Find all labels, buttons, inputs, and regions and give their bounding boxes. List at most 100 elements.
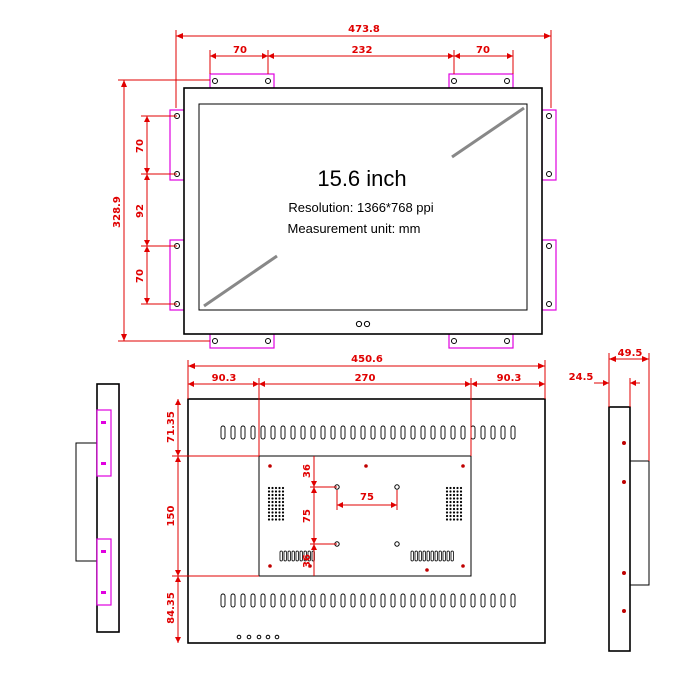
grille-dot [267, 504, 271, 507]
vent-slot [270, 425, 276, 440]
bracket-bottom-left [209, 333, 275, 349]
grille-dot [445, 514, 449, 518]
vent-slot [250, 593, 256, 608]
side-slot [101, 421, 106, 424]
vent-slot [420, 425, 426, 440]
screw-dot [364, 464, 368, 468]
grille-dot [449, 493, 452, 497]
control-button [256, 634, 262, 640]
bracket-top-right [448, 73, 514, 89]
vent-slot [430, 425, 436, 440]
speaker-grille-right [445, 486, 463, 521]
vent-slot [500, 593, 506, 608]
grille-dot [271, 490, 274, 493]
vent-slot-small [430, 550, 434, 562]
grille-dot [459, 500, 463, 504]
control-button [236, 634, 242, 640]
grille-dot [449, 500, 452, 504]
vent-slot [310, 425, 316, 440]
dimension-back-holes: 90.3 270 90.3 [188, 373, 545, 456]
vent-row-top [220, 425, 516, 440]
vent-slot [360, 425, 366, 440]
grille-dot [274, 518, 278, 521]
vent-slots-right [410, 550, 454, 562]
grille-dot [278, 504, 281, 507]
vent-slot [280, 425, 286, 440]
grille-dot [449, 497, 452, 500]
vent-slot-small [410, 550, 414, 562]
grille-dot [459, 514, 463, 518]
vent-slot [490, 425, 496, 440]
grille-dot [459, 497, 463, 500]
vesa-hole [394, 541, 400, 547]
vent-slot [330, 593, 336, 608]
grille-dot [281, 490, 285, 493]
dim-label: 328.9 [112, 196, 123, 228]
power-led [355, 320, 363, 328]
vent-slot-small [307, 550, 311, 562]
grille-dot [445, 486, 449, 490]
dim-label: 270 [355, 373, 376, 384]
grille-dot [445, 507, 449, 511]
vent-slot [370, 425, 376, 440]
vent-slot [390, 593, 396, 608]
back-panel [187, 398, 546, 644]
dim-label: 70 [476, 45, 490, 56]
vent-slot [380, 425, 386, 440]
grille-dot [449, 511, 452, 514]
vent-slot [320, 593, 326, 608]
grille-dot [271, 500, 274, 504]
dim-label: 49.5 [618, 348, 643, 359]
vent-slot-small [422, 550, 426, 562]
grille-dot [267, 493, 271, 497]
bracket-bottom-right [448, 333, 514, 349]
vent-slot-small [414, 550, 418, 562]
grille-dot [456, 493, 459, 497]
grille-dot [267, 507, 271, 511]
vent-slot [360, 593, 366, 608]
side-slot [101, 550, 106, 553]
vent-slot [270, 593, 276, 608]
side-bracket [96, 538, 112, 606]
vent-slot-small [303, 550, 307, 562]
screw-dot [425, 568, 429, 572]
grille-dot [267, 497, 271, 500]
vent-slots-left [279, 550, 315, 562]
grille-dot [452, 486, 456, 490]
vent-slot [370, 593, 376, 608]
speaker-grille-left [267, 486, 285, 521]
vent-slot-small [418, 550, 422, 562]
unit-text: Measurement unit: mm [288, 221, 421, 236]
vent-slot-small [446, 550, 450, 562]
grille-dot [445, 518, 449, 521]
grille-dot [274, 493, 278, 497]
resolution-text: Resolution: 1366*768 ppi [288, 200, 433, 215]
control-button [246, 634, 252, 640]
grille-dot [452, 497, 456, 500]
screw-dot [622, 571, 626, 575]
grille-dot [278, 497, 281, 500]
vent-slot [380, 593, 386, 608]
grille-dot [271, 507, 274, 511]
vent-slot [400, 593, 406, 608]
vent-slot [480, 593, 486, 608]
grille-dot [459, 486, 463, 490]
vent-slot [300, 593, 306, 608]
grille-dot [281, 514, 285, 518]
grille-dot [271, 518, 274, 521]
vent-slot-small [291, 550, 295, 562]
grille-dot [281, 511, 285, 514]
grille-dot [281, 518, 285, 521]
dim-label: 70 [233, 45, 247, 56]
side-back-cover-right [629, 460, 650, 586]
grille-dot [274, 497, 278, 500]
grille-dot [281, 493, 285, 497]
grille-dot [456, 514, 459, 518]
dimension-back-vertical: 71.35 150 84.35 [166, 399, 259, 643]
dimension-depth: 49.5 [608, 348, 650, 461]
bracket-hole [504, 78, 510, 84]
vent-slot [460, 593, 466, 608]
bracket-hole [451, 78, 457, 84]
grille-dot [449, 486, 452, 490]
grille-dot [445, 490, 449, 493]
